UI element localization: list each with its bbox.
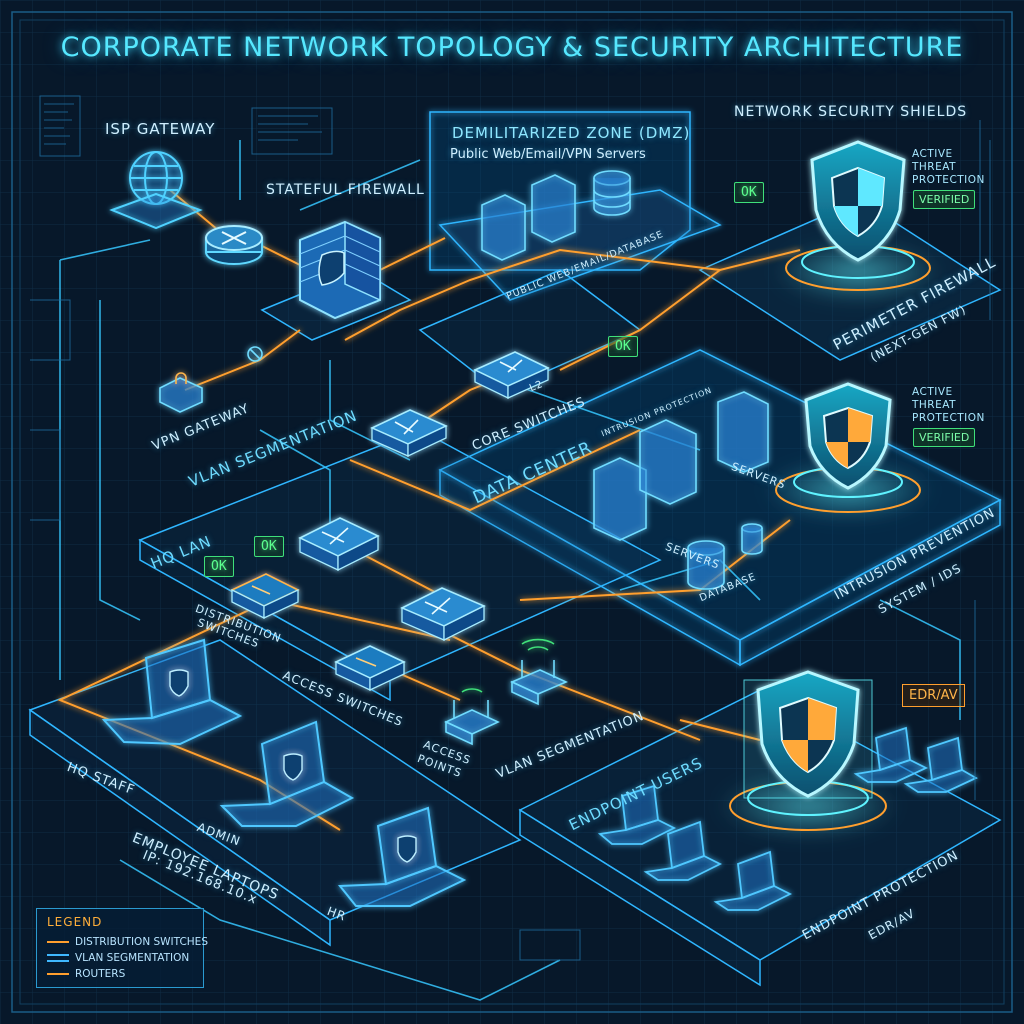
hq-lan-zone bbox=[138, 429, 662, 702]
legend-swatch bbox=[47, 954, 69, 962]
dmz-subtitle: Public Web/Email/VPN Servers bbox=[450, 147, 646, 162]
stateful-firewall-label: STATEFUL FIREWALL bbox=[266, 182, 425, 198]
legend-item: VLAN SEGMENTATION bbox=[47, 952, 189, 964]
ok-badge: OK bbox=[608, 336, 638, 357]
dmz-title: DEMILITARIZED ZONE (DMZ) bbox=[452, 124, 691, 142]
access-point-icons bbox=[444, 638, 568, 746]
access-switch-2 bbox=[334, 645, 406, 692]
legend-swatch bbox=[47, 941, 69, 943]
isp-gateway-label: ISP GATEWAY bbox=[105, 120, 216, 138]
verified-badge: VERIFIED bbox=[913, 428, 976, 447]
ok-badge: OK bbox=[204, 556, 234, 577]
vpn-gateway-icon bbox=[159, 346, 263, 413]
core-switch-2 bbox=[370, 409, 448, 458]
firewall-icon bbox=[299, 220, 381, 320]
globe-icon bbox=[109, 151, 203, 230]
distribution-switch-1 bbox=[298, 517, 380, 572]
access-switch-1 bbox=[400, 587, 486, 642]
rack-traces bbox=[30, 95, 991, 961]
legend: LEGEND DISTRIBUTION SWITCHES VLAN SEGMEN… bbox=[36, 908, 208, 988]
shield-icon-ips bbox=[764, 382, 932, 520]
ok-badge: OK bbox=[254, 536, 284, 557]
verified-badge: VERIFIED bbox=[913, 190, 976, 209]
legend-title: LEGEND bbox=[47, 915, 103, 929]
ok-badge: OK bbox=[734, 182, 764, 203]
network-security-shields-label: NETWORK SECURITY SHIELDS bbox=[734, 104, 968, 120]
data-center-server-icons bbox=[593, 391, 769, 590]
core-switch-1 bbox=[473, 351, 550, 400]
distribution-switch-2 bbox=[230, 573, 300, 620]
dmz-server-icons bbox=[481, 170, 631, 261]
edr-av-badge: EDR/AV bbox=[902, 684, 965, 707]
legend-swatch bbox=[47, 973, 69, 975]
laptop-icons-hq bbox=[101, 638, 467, 907]
laptop-icons-endpoint bbox=[597, 726, 978, 911]
shield-icon-perimeter bbox=[774, 140, 942, 302]
page-title: CORPORATE NETWORK TOPOLOGY & SECURITY AR… bbox=[60, 32, 964, 63]
shield-icon-endpoint bbox=[718, 670, 898, 838]
legend-item: DISTRIBUTION SWITCHES bbox=[47, 936, 208, 948]
router-icon bbox=[205, 225, 263, 265]
legend-item: ROUTERS bbox=[47, 968, 125, 980]
